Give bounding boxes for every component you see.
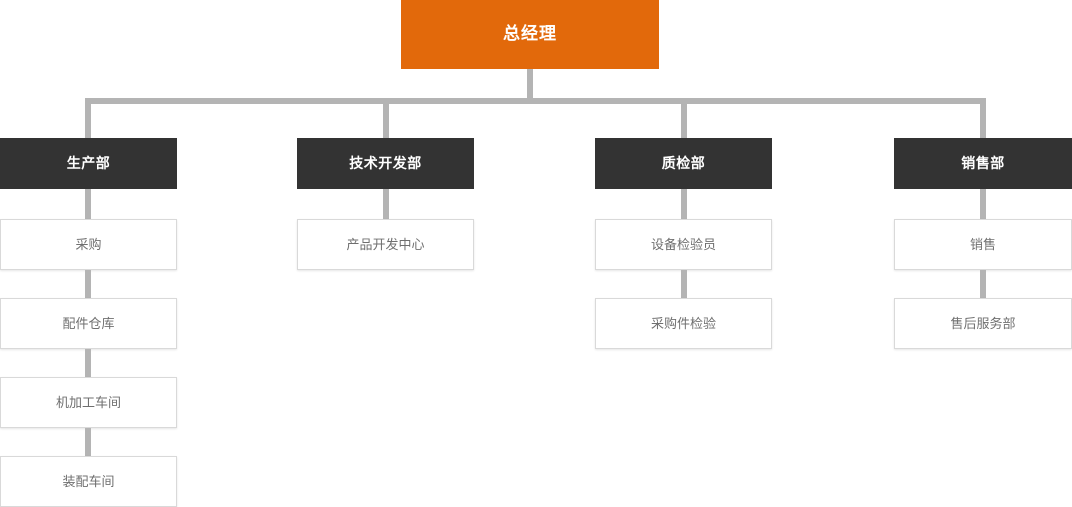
node-after-sales-service-label: 售后服务部: [950, 315, 1016, 331]
node-department-tech-development-label: 技术开发部: [349, 155, 422, 172]
connector-drop-col-2: [383, 98, 389, 138]
connector-drop-col-4: [980, 98, 986, 138]
connector-root-stem: [527, 69, 533, 101]
node-sales[interactable]: 销售: [894, 219, 1072, 270]
connector-col1-dept-to-child1: [85, 189, 91, 220]
node-department-tech-development[interactable]: 技术开发部: [297, 138, 474, 189]
node-sales-label: 销售: [969, 236, 996, 252]
node-department-sales[interactable]: 销售部: [894, 138, 1072, 189]
node-product-development-center-label: 产品开发中心: [346, 236, 425, 252]
connector-drop-col-1: [85, 98, 91, 138]
node-department-production-label: 生产部: [66, 155, 111, 172]
node-purchased-parts-inspection-label: 采购件检验: [650, 315, 716, 331]
node-machining-workshop-label: 机加工车间: [55, 394, 121, 410]
connector-drop-col-3: [681, 98, 687, 138]
connector-col3-dept-to-child1: [681, 189, 687, 220]
node-machining-workshop[interactable]: 机加工车间: [0, 377, 177, 428]
connector-col3-child1-to-child2: [681, 270, 687, 298]
node-equipment-inspector[interactable]: 设备检验员: [595, 219, 772, 270]
node-parts-warehouse[interactable]: 配件仓库: [0, 298, 177, 349]
node-equipment-inspector-label: 设备检验员: [650, 236, 716, 252]
connector-col4-dept-to-child1: [980, 189, 986, 220]
connector-col1-child2-to-child3: [85, 349, 91, 377]
node-procurement-label: 采购: [75, 236, 102, 252]
node-general-manager[interactable]: 总经理: [401, 0, 659, 69]
node-department-quality-inspection[interactable]: 质检部: [595, 138, 772, 189]
node-department-quality-inspection-label: 质检部: [661, 155, 706, 172]
node-assembly-workshop-label: 装配车间: [62, 473, 115, 489]
connector-col1-child1-to-child2: [85, 270, 91, 298]
node-procurement[interactable]: 采购: [0, 219, 177, 270]
node-product-development-center[interactable]: 产品开发中心: [297, 219, 474, 270]
node-purchased-parts-inspection[interactable]: 采购件检验: [595, 298, 772, 349]
connector-col1-child3-to-child4: [85, 428, 91, 456]
node-department-production[interactable]: 生产部: [0, 138, 177, 189]
connector-horizontal-bus: [85, 98, 986, 104]
node-parts-warehouse-label: 配件仓库: [62, 315, 115, 331]
node-after-sales-service[interactable]: 售后服务部: [894, 298, 1072, 349]
connector-col4-child1-to-child2: [980, 270, 986, 298]
node-assembly-workshop[interactable]: 装配车间: [0, 456, 177, 507]
node-department-sales-label: 销售部: [961, 155, 1005, 172]
node-general-manager-label: 总经理: [503, 24, 557, 44]
connector-col2-dept-to-child1: [383, 189, 389, 220]
